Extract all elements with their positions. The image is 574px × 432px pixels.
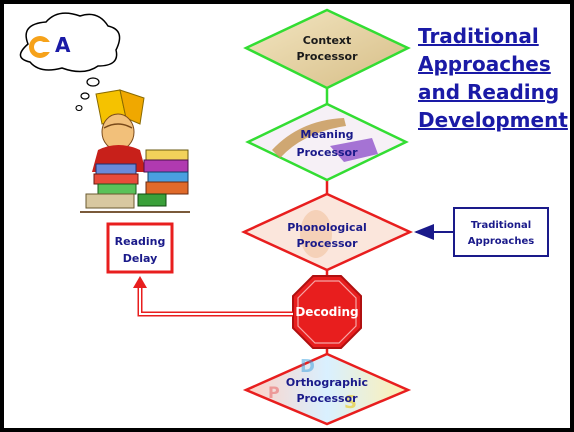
svg-text:S: S xyxy=(344,392,357,413)
thought-cloud xyxy=(19,12,121,112)
traditional-approaches-box xyxy=(453,207,549,257)
context-processor-label: Context xyxy=(303,34,352,47)
orthographic-processor-label-2: Processor xyxy=(296,392,358,405)
context-processor-diamond xyxy=(243,8,411,90)
orthographic-processor-diamond: D S P xyxy=(242,352,412,426)
slide-frame: A xyxy=(4,4,570,428)
meaning-processor-label-2: Processor xyxy=(296,146,358,159)
logo-letter: A xyxy=(55,33,71,57)
svg-text:D: D xyxy=(300,356,315,377)
title-line-3: and Reading xyxy=(418,80,560,104)
title-line-1: Traditional xyxy=(418,24,539,48)
traditional-approaches-label: Traditional xyxy=(471,220,531,231)
context-processor-label-2: Processor xyxy=(296,50,358,63)
diagram-canvas: A xyxy=(19,8,549,426)
reading-delay-label-2: Delay xyxy=(123,252,158,265)
decoding-to-delay-arrow xyxy=(133,276,293,317)
decoding-label: Decoding xyxy=(295,305,358,319)
svg-text:P: P xyxy=(268,383,280,402)
phonological-processor-diamond xyxy=(240,192,414,272)
phonological-processor-label: Phonological xyxy=(287,221,367,234)
title-line-4: Development xyxy=(418,108,568,132)
title-line-2: Approaches xyxy=(418,52,551,76)
student-with-books-illustration xyxy=(80,89,190,213)
ca-logo-icon xyxy=(29,36,54,58)
slide-title: Traditional Approaches and Reading Devel… xyxy=(418,22,574,134)
meaning-processor-diamond xyxy=(245,102,409,182)
orthographic-processor-label: Orthographic xyxy=(286,376,368,389)
traditional-approaches-label-2: Approaches xyxy=(468,236,534,247)
reading-delay-box xyxy=(106,222,174,274)
reading-delay-label: Reading xyxy=(115,235,166,248)
decoding-stop-sign xyxy=(292,275,362,349)
meaning-processor-label: Meaning xyxy=(300,128,353,141)
phonological-processor-label-2: Processor xyxy=(296,237,358,250)
